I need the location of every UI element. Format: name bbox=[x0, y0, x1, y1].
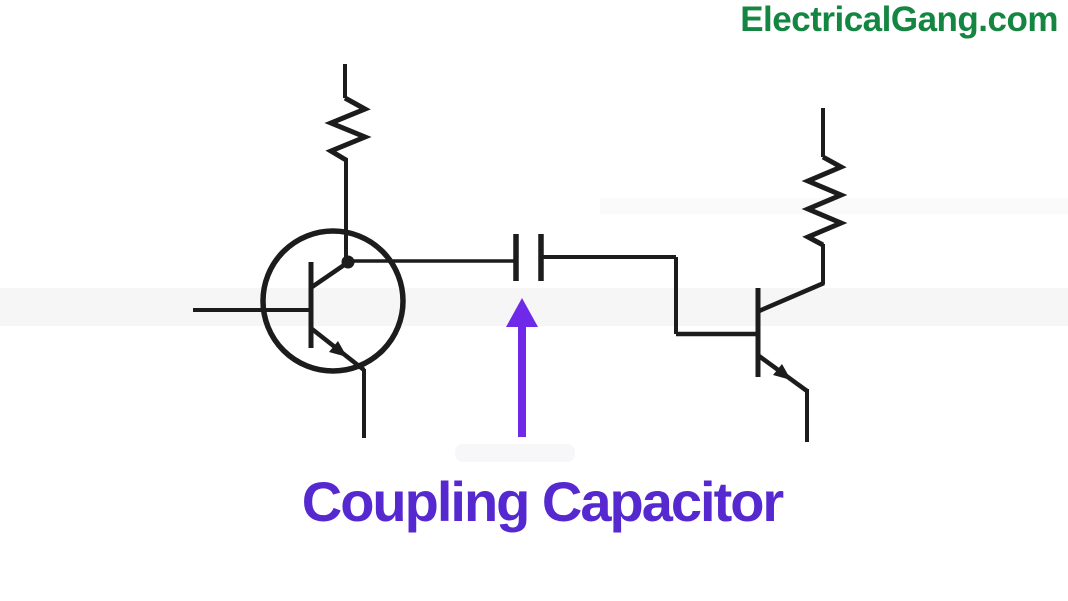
left-transistor-envelope bbox=[260, 228, 406, 374]
right-amplifier-stage bbox=[755, 108, 848, 442]
left-collector-lead bbox=[310, 261, 349, 289]
capacitor-pointer-arrow bbox=[506, 298, 538, 437]
coupling-capacitor-symbol bbox=[513, 234, 758, 337]
right-collector-resistor bbox=[801, 154, 848, 248]
brand-watermark: ElectricalGang.com bbox=[740, 0, 1058, 39]
diagram-caption: Coupling Capacitor bbox=[301, 470, 784, 533]
pointer-arrow-head bbox=[506, 298, 538, 327]
right-collector-lead bbox=[758, 280, 825, 314]
left-emitter-arrowhead bbox=[329, 341, 347, 357]
right-emitter-arrowhead bbox=[773, 364, 791, 380]
left-collector-resistor bbox=[324, 95, 372, 163]
left-amplifier-stage bbox=[193, 64, 514, 438]
pointer-arrow-shaft bbox=[518, 325, 526, 437]
